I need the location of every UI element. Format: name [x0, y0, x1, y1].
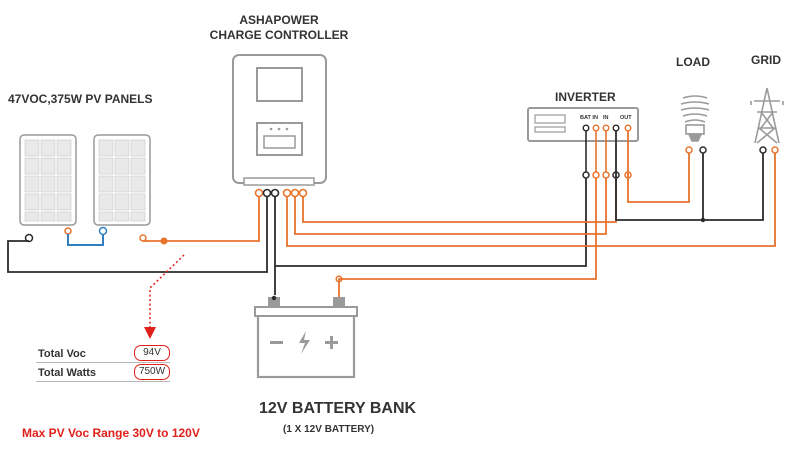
total-pointer-arrow	[144, 254, 185, 339]
panels-title: 47VOC,375W PV PANELS	[8, 92, 153, 106]
panel-terminals	[24, 226, 147, 243]
row-divider	[36, 381, 170, 382]
controller-output-wire-3	[302, 178, 617, 223]
row-divider	[36, 362, 170, 363]
cfl-bulb-icon	[680, 95, 710, 142]
total-voc-row: Total Voc 94V	[36, 345, 170, 363]
controller-output-wire-2	[294, 178, 607, 235]
grid-neutral-wire	[703, 153, 764, 221]
inverter-out-wire	[627, 131, 690, 203]
total-watts-row: Total Watts 750W	[36, 364, 170, 382]
load-terminals	[685, 146, 707, 154]
inverter-battery-negative-wire	[275, 178, 587, 267]
grid-title: GRID	[751, 53, 781, 67]
total-watts-label: Total Watts	[38, 367, 97, 379]
battery-subtitle: (1 X 12V BATTERY)	[283, 424, 375, 435]
transmission-tower-icon	[750, 87, 784, 144]
pv-junction	[160, 237, 168, 245]
pv-positive-wire	[143, 196, 260, 242]
controller-title: ASHAPOWER CHARGE CONTROLLER	[209, 13, 349, 42]
battery-icon	[254, 297, 358, 379]
inverter-terminals	[582, 171, 632, 179]
inverter-in-label: IN	[603, 115, 609, 121]
neutral-junction	[700, 217, 706, 223]
charge-controller-icon	[232, 54, 327, 186]
grid-terminals	[759, 146, 779, 154]
battery-terminals	[271, 275, 343, 301]
total-watts-value: 750W	[134, 364, 170, 380]
inverter-neutral-wire	[615, 131, 704, 221]
load-title: LOAD	[676, 55, 710, 69]
battery-title: 12V BATTERY BANK	[259, 400, 417, 417]
controller-terminals	[254, 188, 308, 198]
inverter-battery-positive-wire	[338, 178, 597, 282]
total-voc-label: Total Voc	[38, 348, 86, 360]
pv-negative-wire	[7, 196, 268, 273]
inverter-icon	[527, 107, 639, 142]
solar-panel-icon	[93, 134, 151, 226]
pv-range-note: Max PV Voc Range 30V to 120V	[22, 426, 200, 440]
inverter-title: INVERTER	[555, 90, 616, 104]
inverter-out-label: OUT	[620, 115, 632, 121]
panel-series-link	[67, 234, 104, 246]
inverter-bat-in-label: BAT IN	[580, 115, 598, 121]
controller-output-wire-1	[286, 153, 776, 247]
solar-panel-icon	[19, 134, 77, 226]
total-voc-value: 94V	[134, 345, 170, 361]
